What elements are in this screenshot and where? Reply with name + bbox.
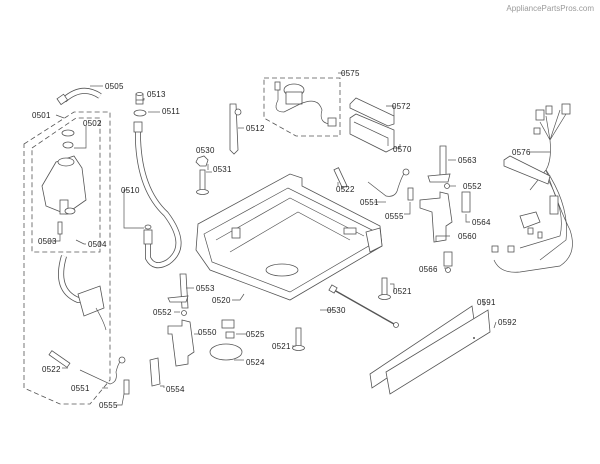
assembly-0575-outline (263, 77, 341, 137)
sensor-wire-0551-bottom (79, 361, 121, 385)
panel-0592 (385, 309, 491, 395)
nut-0552-right (444, 183, 450, 189)
hose-0504 (58, 255, 107, 331)
screw-0521-right (381, 277, 388, 297)
part-label-0501[interactable]: 0501 (32, 111, 51, 120)
part-label-0575[interactable]: 0575 (341, 69, 360, 78)
sensor-wire-0551-top (367, 173, 405, 197)
part-label-0592[interactable]: 0592 (498, 318, 517, 327)
part-label-0504[interactable]: 0504 (88, 240, 107, 249)
clip-0554 (149, 357, 161, 387)
disc-0524 (209, 343, 243, 361)
part-label-0503[interactable]: 0503 (38, 237, 57, 246)
strip-0572 (349, 97, 395, 127)
clip-0525 (221, 319, 235, 329)
leader-lines (48, 72, 550, 406)
part-label-0530-bottom[interactable]: 0530 (327, 306, 346, 315)
part-label-0502[interactable]: 0502 (83, 119, 102, 128)
part-label-0566[interactable]: 0566 (419, 265, 438, 274)
inlet-valve (41, 155, 87, 235)
part-label-0551-top[interactable]: 0551 (360, 198, 379, 207)
hinge-0553 (179, 273, 189, 309)
assembly-0502-outline (31, 117, 101, 253)
bracket-0512 (229, 103, 239, 155)
part-label-0552-right[interactable]: 0552 (463, 182, 482, 191)
part-label-0555-top[interactable]: 0555 (385, 212, 404, 221)
spring-screw-0522-top (333, 167, 348, 189)
seal-0502 (61, 129, 75, 137)
watermark: AppliancePartsPros.com (506, 4, 594, 13)
part-label-0572[interactable]: 0572 (392, 102, 411, 111)
part-label-0512[interactable]: 0512 (246, 124, 265, 133)
base-frame-0520 (195, 173, 383, 301)
part-label-0551-bottom[interactable]: 0551 (71, 384, 90, 393)
nut-0502 (62, 141, 74, 149)
part-label-0522-top[interactable]: 0522 (336, 185, 355, 194)
nut-0530 (195, 155, 209, 167)
part-label-0520[interactable]: 0520 (212, 296, 231, 305)
part-label-0564[interactable]: 0564 (472, 218, 491, 227)
part-label-0555-bottom[interactable]: 0555 (99, 401, 118, 410)
part-label-0521-right[interactable]: 0521 (393, 287, 412, 296)
part-label-0510[interactable]: 0510 (121, 186, 140, 195)
part-label-0531[interactable]: 0531 (213, 165, 232, 174)
part-label-0560[interactable]: 0560 (458, 232, 477, 241)
pump-0575 (274, 81, 337, 127)
wiring-harness-0576 (491, 103, 573, 273)
bracket-0550 (167, 319, 195, 367)
part-label-0511[interactable]: 0511 (162, 107, 181, 116)
rod-0530 (333, 289, 395, 325)
part-label-0505[interactable]: 0505 (105, 82, 124, 91)
part-label-0591[interactable]: 0591 (477, 298, 496, 307)
assembly-0501-outline (23, 111, 111, 405)
part-label-0521-middle[interactable]: 0521 (272, 342, 291, 351)
part-label-0522-bottom[interactable]: 0522 (42, 365, 61, 374)
screw-0521-middle (295, 327, 302, 347)
part-label-0530-top[interactable]: 0530 (196, 146, 215, 155)
part-label-0550[interactable]: 0550 (198, 328, 217, 337)
inlet-hose-0505 (56, 87, 102, 106)
part-label-0525[interactable]: 0525 (246, 330, 265, 339)
part-label-0553[interactable]: 0553 (196, 284, 215, 293)
part-label-0576[interactable]: 0576 (512, 148, 531, 157)
bracket-0560 (419, 191, 453, 243)
part-label-0554[interactable]: 0554 (166, 385, 185, 394)
part-label-0563[interactable]: 0563 (458, 156, 477, 165)
spring-0564 (461, 191, 471, 213)
clip-0555-bottom (123, 379, 130, 395)
nut-0552-left (181, 310, 187, 316)
spring-screw-0522-bottom (48, 350, 71, 368)
hose-0510 (133, 121, 182, 269)
screw-0531 (199, 169, 206, 191)
part-label-0524[interactable]: 0524 (246, 358, 265, 367)
clamp-0511 (133, 109, 147, 117)
hinge-0563 (439, 145, 447, 179)
clip-0555-top (407, 187, 414, 201)
part-label-0552-left[interactable]: 0552 (153, 308, 172, 317)
connector-0566 (443, 251, 453, 267)
part-label-0513[interactable]: 0513 (147, 90, 166, 99)
part-label-0570[interactable]: 0570 (393, 145, 412, 154)
